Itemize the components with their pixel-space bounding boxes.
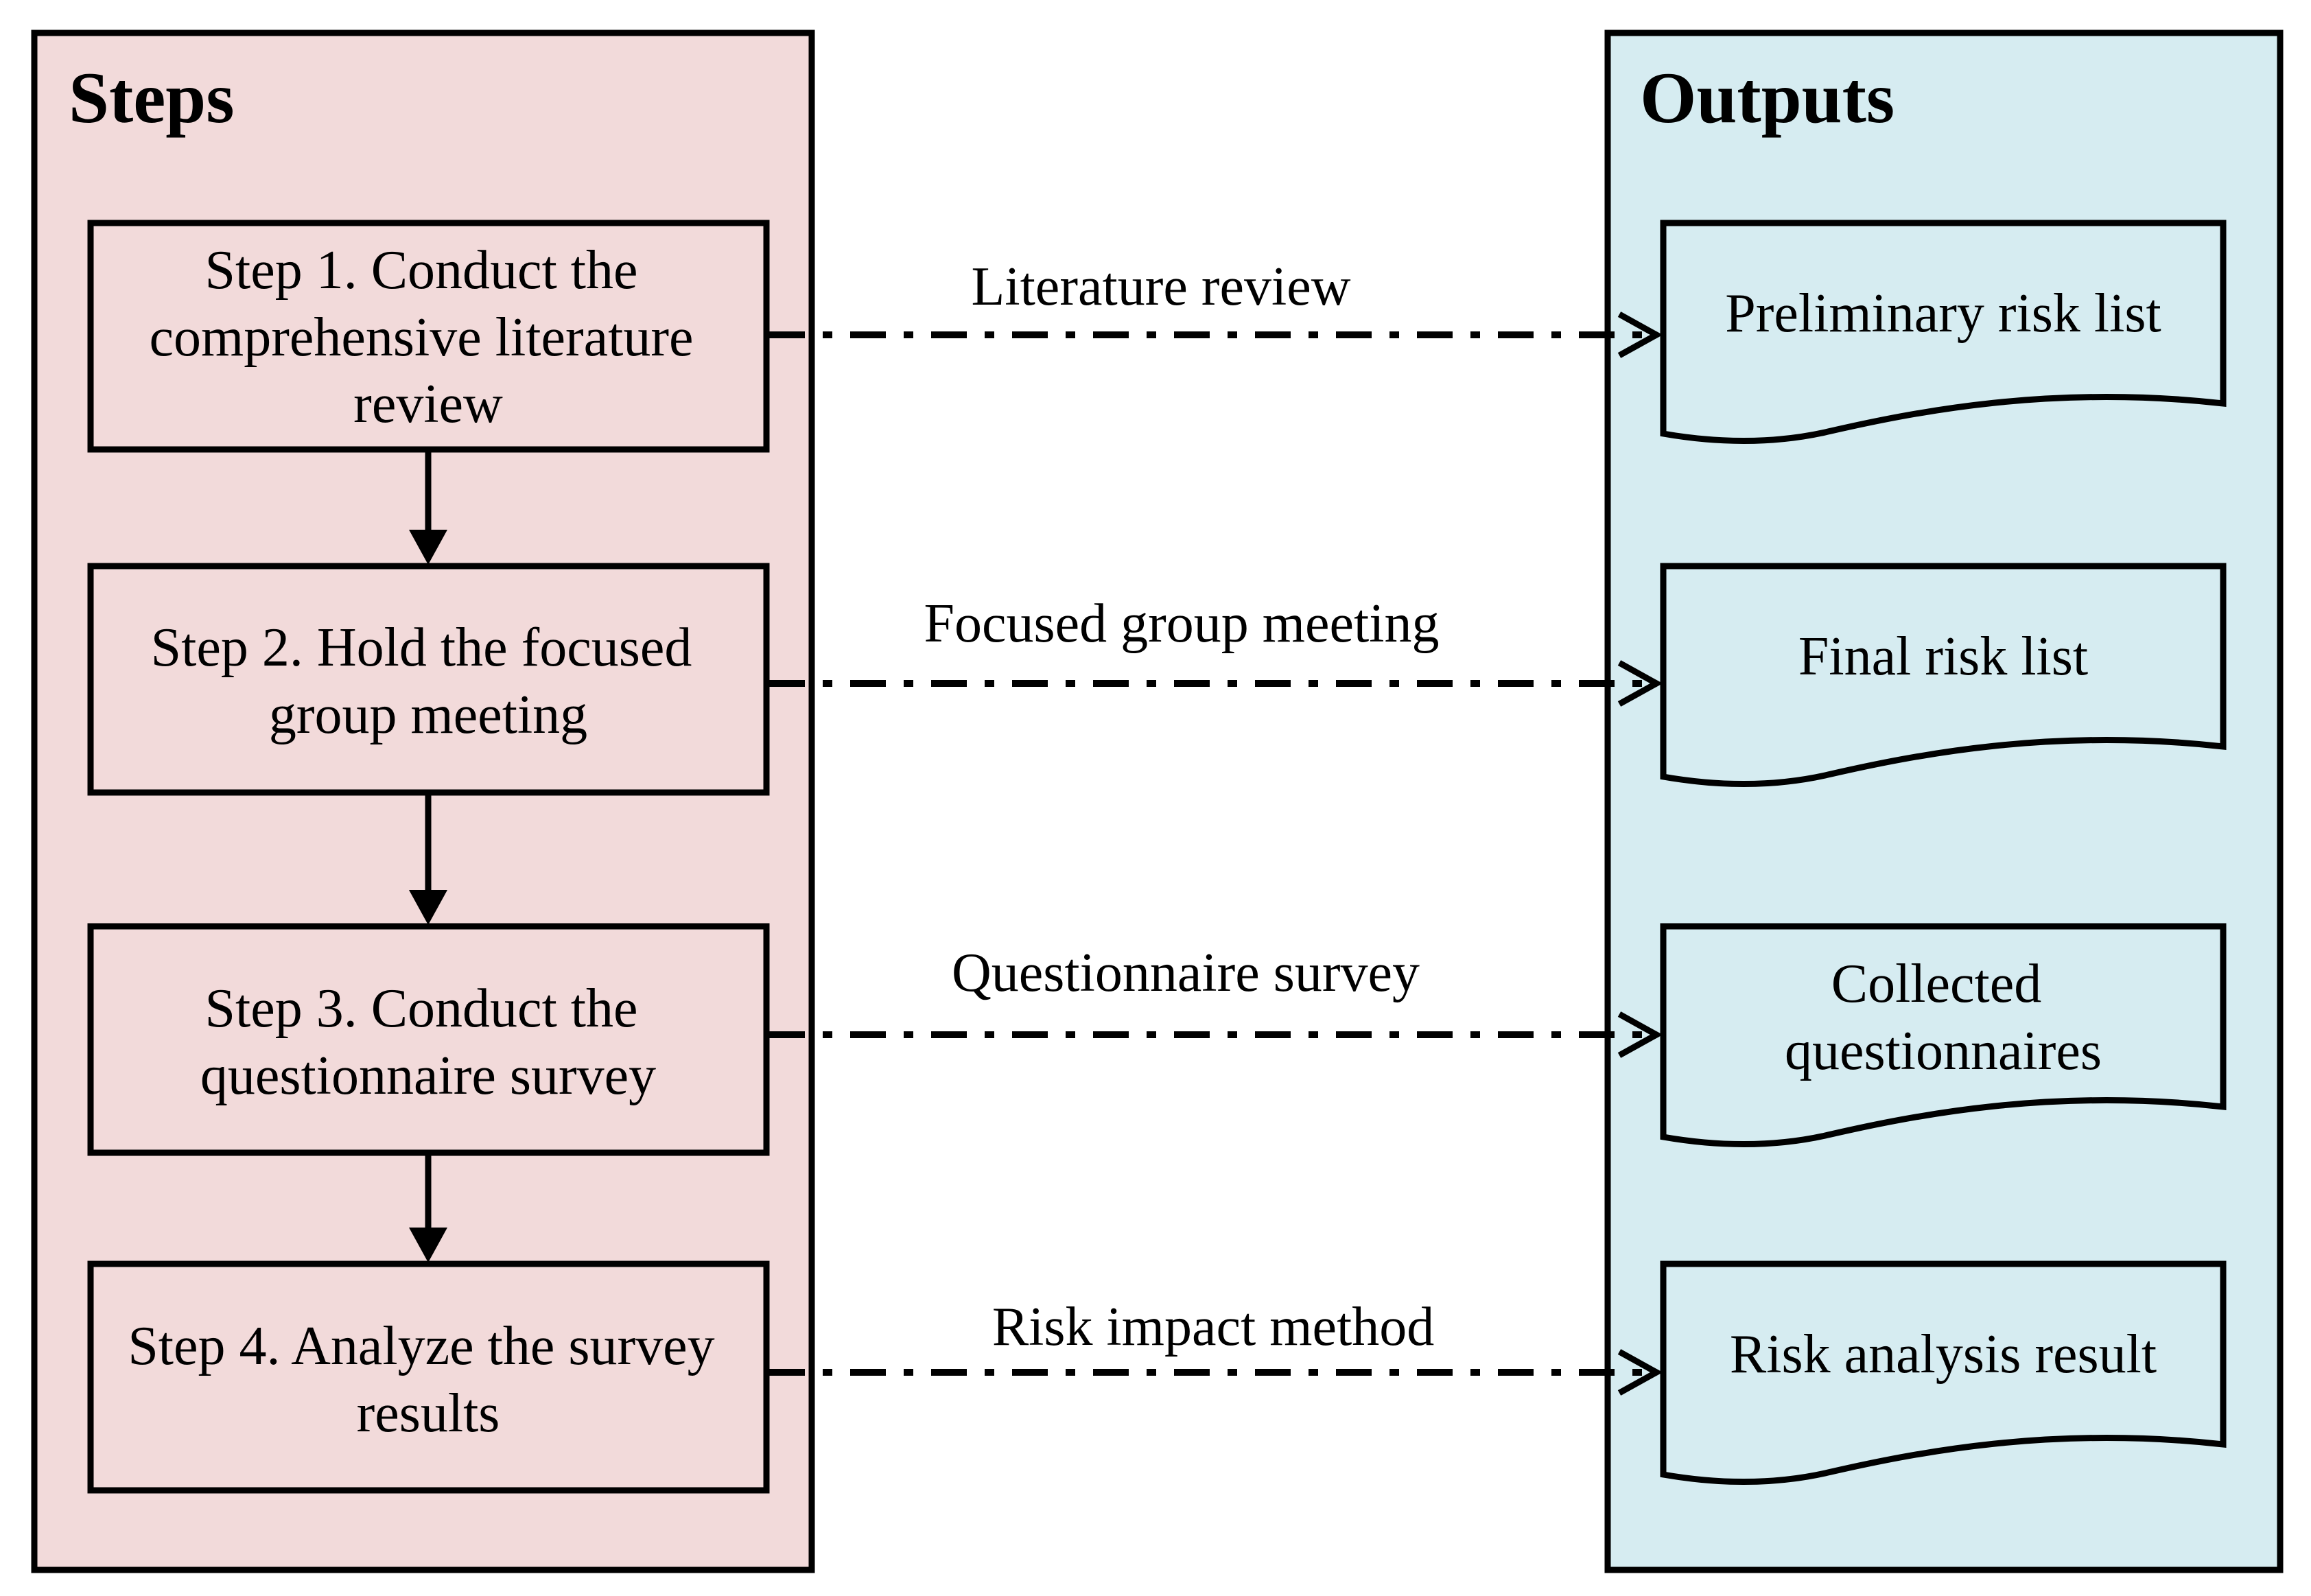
output-box-1-line-1: Preliminary risk list [1725,283,2161,344]
output-box-2-text: Final risk list [1798,626,2088,687]
step-box-2-text: Step 2. Hold the focused group meeting [151,618,706,745]
output-box-1-text: Preliminary risk list [1725,283,2161,344]
step-box-4-line-2: results [357,1383,500,1444]
step-box-1-line-2: comprehensive literature [150,307,694,368]
step-box-2-line-2: group meeting [269,685,587,745]
step-box-1-line-1: Step 1. Conduct the [204,240,637,301]
connector-4: Risk impact method [769,1297,1663,1396]
output-box-3: Collected questionnaires [1660,923,2227,1148]
step-box-3: Step 3. Conduct the questionnaire survey [87,923,770,1156]
step-box-1-text: Step 1. Conduct the comprehensive litera… [150,240,707,434]
connector-1-label: Literature review [971,257,1350,317]
connector-1: Literature review [769,257,1663,358]
steps-panel-title: Steps [69,58,235,138]
outputs-panel-title: Outputs [1640,58,1894,138]
connector-3-label: Questionnaire survey [952,943,1420,1003]
output-box-2: Final risk list [1660,563,2227,788]
step-box-1: Step 1. Conduct the comprehensive litera… [87,220,770,453]
output-box-4-line-1: Risk analysis result [1730,1324,2157,1385]
connector-2-label: Focused group meeting [924,594,1440,654]
step-box-4-line-1: Step 4. Analyze the survey [128,1316,714,1376]
step-box-2: Step 2. Hold the focused group meeting [87,563,770,796]
output-box-3-text: Collected questionnaires [1785,954,2102,1081]
output-box-4: Risk analysis result [1660,1260,2227,1486]
output-box-3-line-1: Collected [1831,954,2042,1014]
output-box-3-line-2: questionnaires [1785,1021,2102,1081]
step-3-to-4-arrow [409,1155,447,1263]
steps-panel: Steps Step 1. Conduct the comprehensive … [31,30,815,1573]
step-box-4-text: Step 4. Analyze the survey results [128,1316,728,1444]
step-box-4: Step 4. Analyze the survey results [87,1260,770,1494]
output-box-1: Preliminary risk list [1660,220,2227,445]
step-2-to-3-arrow [409,795,447,925]
step-box-3-line-2: questionnaire survey [200,1046,656,1106]
output-box-4-text: Risk analysis result [1730,1324,2157,1385]
connector-4-label: Risk impact method [992,1297,1434,1357]
connector-2: Focused group meeting [769,594,1663,707]
step-box-2-line-1: Step 2. Hold the focused [151,618,692,678]
connector-3: Questionnaire survey [769,943,1663,1058]
step-box-3-text: Step 3. Conduct the questionnaire survey [200,978,656,1106]
output-box-2-line-1: Final risk list [1798,626,2088,687]
step-box-3-line-1: Step 3. Conduct the [204,978,637,1039]
step-1-to-2-arrow [409,452,447,565]
step-box-1-line-3: review [353,374,503,434]
outputs-panel: Outputs Preliminary risk list Final risk… [1604,30,2284,1573]
